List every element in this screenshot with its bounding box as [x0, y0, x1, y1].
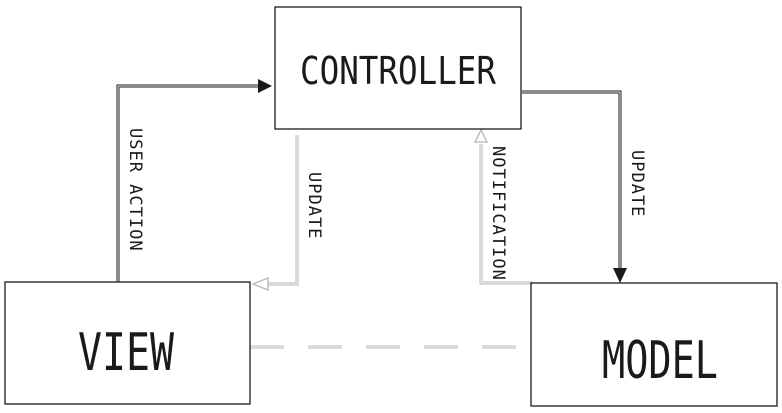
edge-model-notification — [473, 128, 533, 285]
model-label: MODEL — [602, 331, 718, 391]
view-box — [4, 281, 251, 405]
edge-controller-to-model — [522, 90, 627, 283]
user-action-label: USER ACTION — [125, 128, 145, 252]
controller-label: CONTROLLER — [300, 49, 496, 93]
model-box — [530, 282, 778, 407]
controller-node: CONTROLLER — [274, 6, 522, 130]
edge-controller-to-view — [251, 135, 299, 291]
notification-arrowhead — [473, 128, 489, 143]
notification-label: NOTIFICATION — [488, 146, 508, 281]
view-node: VIEW — [4, 281, 251, 405]
view-label: VIEW — [78, 323, 175, 383]
user-action-arrowhead — [258, 79, 272, 93]
controller-to-model-label: UPDATE — [627, 150, 647, 217]
controller-to-model-arrowhead — [613, 268, 627, 283]
controller-to-view-arrowhead — [251, 277, 269, 291]
controller-box — [274, 6, 522, 130]
controller-to-view-label: UPDATE — [304, 172, 324, 239]
edge-user-action — [116, 79, 272, 282]
model-node: MODEL — [530, 282, 778, 407]
